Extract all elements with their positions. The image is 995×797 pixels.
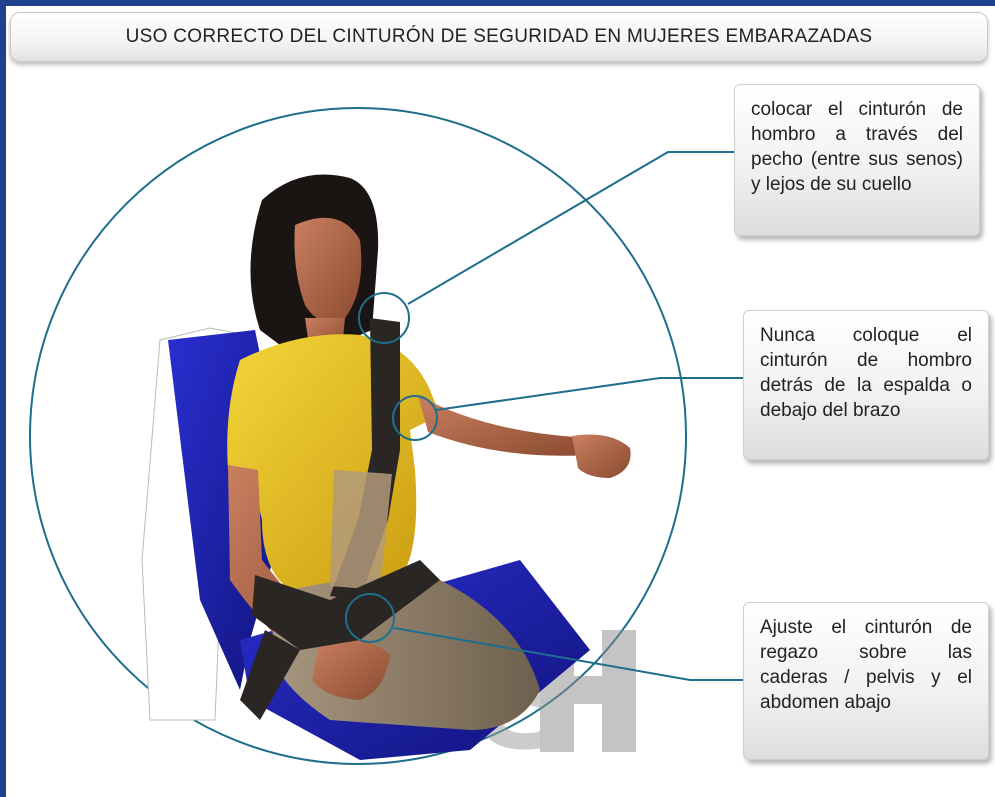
focus-circle-neck bbox=[358, 292, 410, 344]
page-title: USO CORRECTO DEL CINTURÓN DE SEGURIDAD E… bbox=[125, 26, 873, 47]
focus-circle bbox=[29, 107, 687, 765]
callout-never-behind: Nunca coloque el cinturón de hombro detr… bbox=[743, 310, 989, 460]
callout-lap-belt: Ajuste el cinturón de regazo sobre las c… bbox=[743, 602, 989, 760]
focus-circle-lap bbox=[345, 593, 395, 643]
left-hand bbox=[312, 639, 390, 700]
right-arm bbox=[418, 395, 590, 456]
callout-shoulder-belt: colocar el cinturón de hombro a través d… bbox=[734, 84, 980, 236]
leader-line-1 bbox=[407, 151, 734, 305]
leader-line-2 bbox=[435, 377, 743, 411]
right-hand bbox=[572, 434, 631, 478]
belt-adjuster bbox=[330, 470, 392, 590]
lap-belt bbox=[252, 560, 440, 650]
title-bar: USO CORRECTO DEL CINTURÓN DE SEGURIDAD E… bbox=[10, 12, 988, 62]
face bbox=[294, 217, 362, 322]
leader-line-3 bbox=[393, 627, 743, 681]
lap-belt-lower bbox=[240, 630, 300, 720]
focus-circle-armpit bbox=[392, 395, 438, 441]
